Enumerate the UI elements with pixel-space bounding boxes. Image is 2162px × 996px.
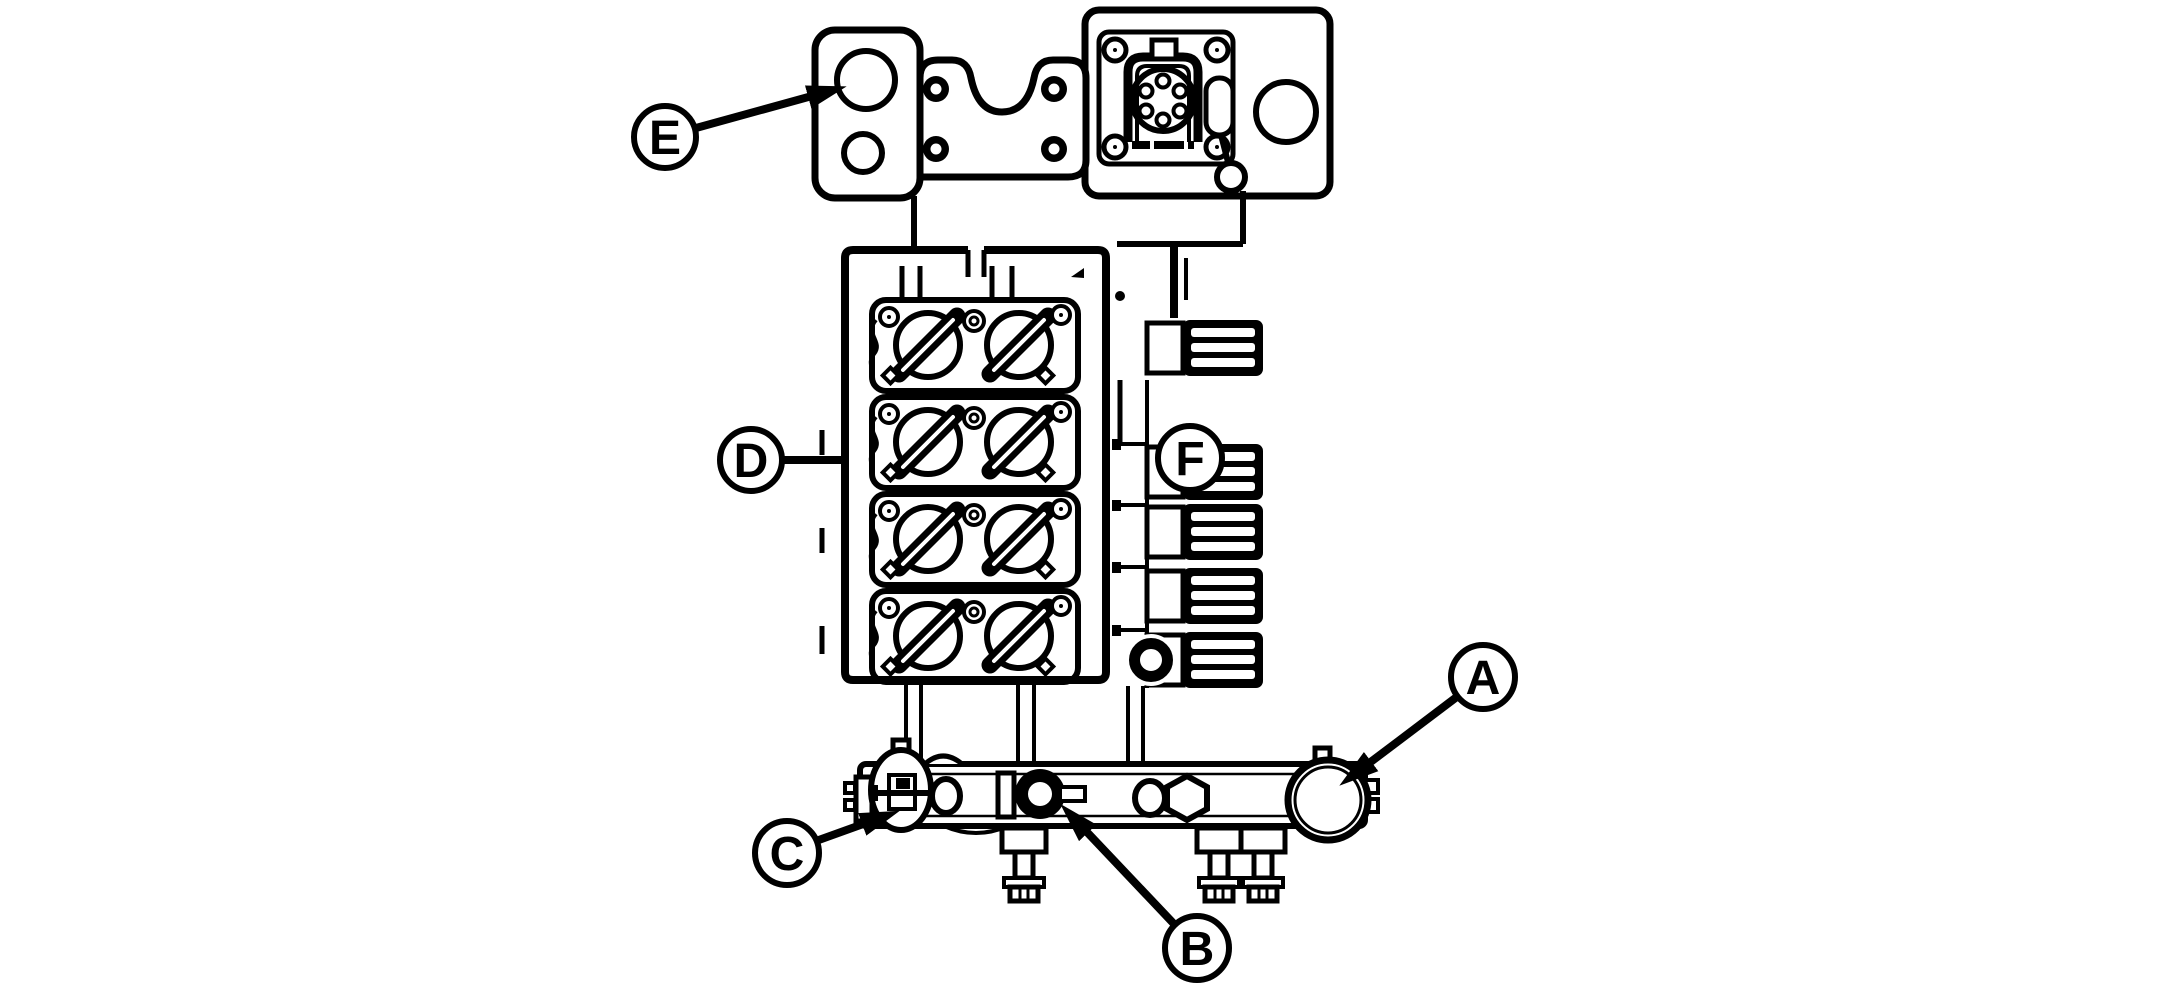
- solenoid-connector-bank: [1112, 241, 1263, 688]
- mounting-hole-small: [841, 131, 885, 175]
- callout-c-leader: [814, 810, 900, 845]
- callout-a-leader: [1339, 692, 1461, 786]
- plate-hole-large: [1253, 79, 1319, 145]
- plate-marking: [1132, 141, 1194, 149]
- retainer-clip: [1123, 37, 1203, 142]
- callout-f-circle: [1155, 423, 1225, 493]
- hex-plug: [1164, 772, 1210, 824]
- callout-d: D: [717, 426, 846, 494]
- callout-e-leader: [694, 85, 847, 132]
- callout-a-circle: [1448, 642, 1518, 712]
- valve-module-1: [871, 300, 1078, 391]
- relief-valve-port: [868, 737, 934, 833]
- pin-pill: [1203, 75, 1236, 138]
- callout-c-circle: [752, 818, 822, 888]
- callout-f: F: [1155, 423, 1225, 493]
- connector-3: [1147, 504, 1263, 560]
- connector-1: [1147, 320, 1263, 376]
- valve-block: [819, 246, 1125, 684]
- valve-module-2: [871, 397, 1078, 488]
- callout-b-label: B: [1180, 923, 1215, 976]
- round-connector-face: [1129, 66, 1197, 134]
- seal-ring: [1129, 638, 1173, 682]
- port-oval-left: [929, 776, 963, 816]
- valve-module-4: [871, 591, 1078, 682]
- callout-f-label: F: [1175, 433, 1204, 486]
- callout-b: B: [1060, 803, 1232, 983]
- index-wedge: [1071, 268, 1084, 278]
- callout-d-circle: [717, 426, 785, 494]
- valve-module-3: [871, 494, 1078, 585]
- callout-d-label: D: [734, 435, 769, 488]
- port-oval-right: [1132, 778, 1168, 818]
- bolt-holes: [923, 76, 1067, 162]
- center-port: [995, 769, 1087, 820]
- mounting-hole-large: [834, 48, 898, 112]
- connector-4: [1147, 568, 1263, 624]
- callouts: E D F A B C: [631, 85, 1518, 983]
- edge-dot: [1115, 291, 1125, 301]
- callout-b-circle: [1162, 913, 1232, 983]
- wire-ticks: [1112, 439, 1148, 636]
- callout-e-circle: [631, 103, 699, 171]
- callout-e-label: E: [649, 112, 681, 165]
- callout-c: C: [752, 810, 900, 888]
- block-outline: [841, 246, 1110, 684]
- manifold-drop-lines: [904, 681, 1145, 768]
- callout-e: E: [631, 85, 847, 171]
- callout-c-label: C: [770, 828, 805, 881]
- rod-end-eyelet: [1214, 160, 1248, 194]
- upper-mounting-bracket: [811, 6, 1334, 250]
- callout-a: A: [1339, 642, 1518, 786]
- callout-a-label: A: [1466, 652, 1501, 705]
- callout-b-leader: [1060, 803, 1178, 928]
